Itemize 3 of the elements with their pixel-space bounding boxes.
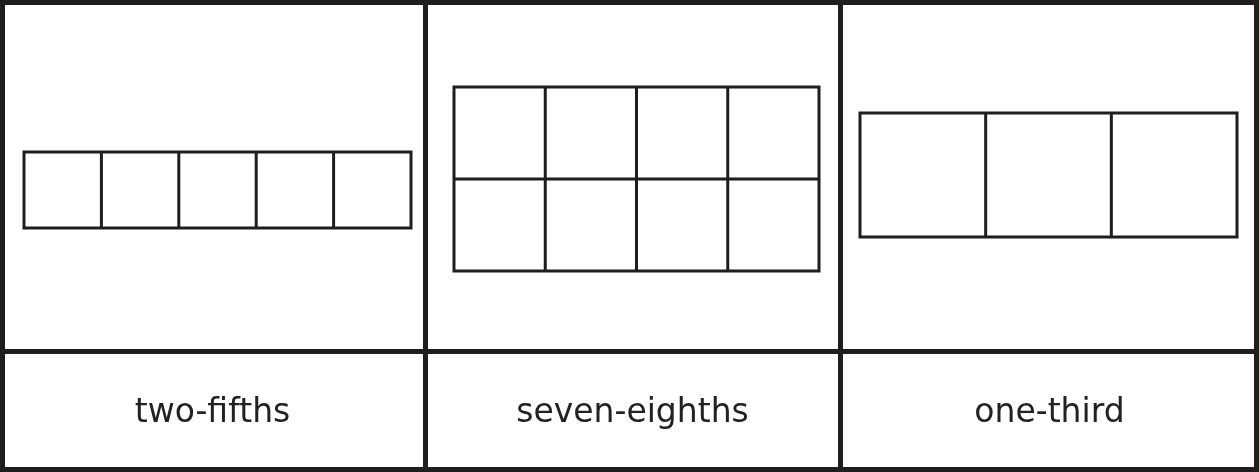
fraction-word: two-fifths [134, 394, 291, 427]
fraction-word: one-third [974, 394, 1125, 427]
fraction-word: seven-eighths [516, 394, 749, 427]
